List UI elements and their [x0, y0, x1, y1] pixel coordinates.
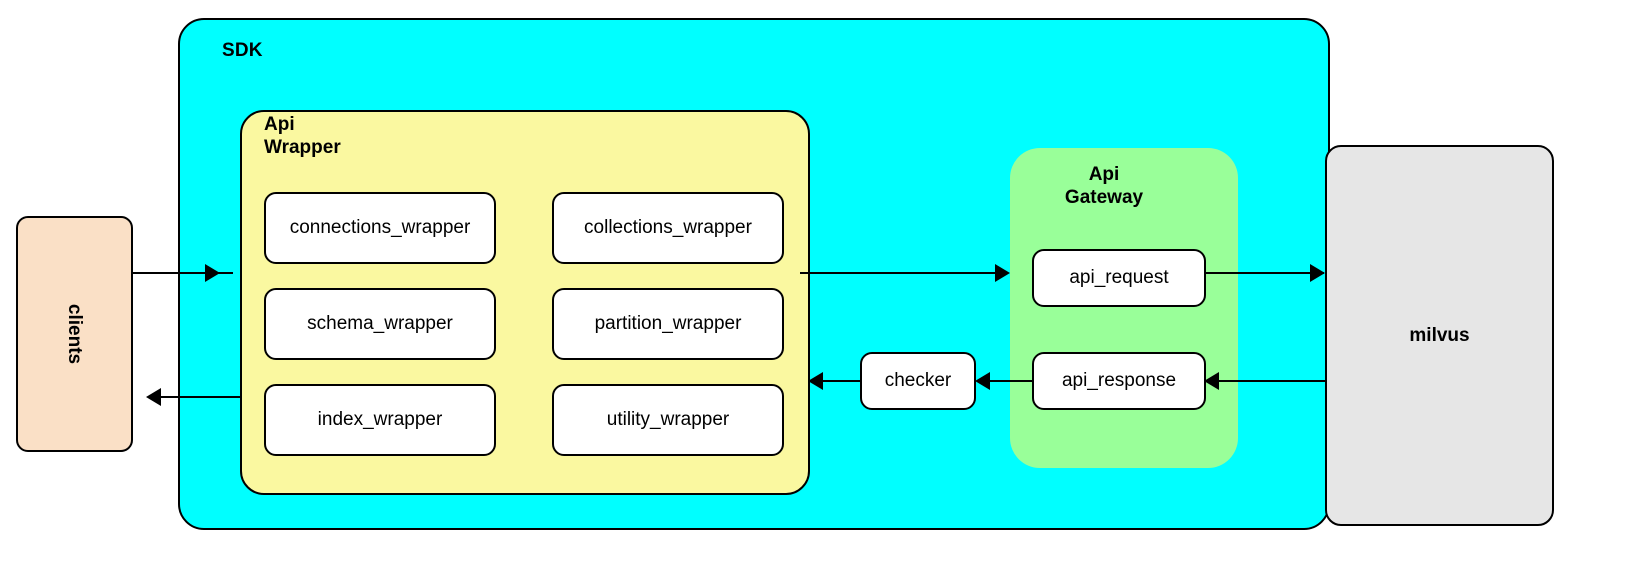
module-label: collections_wrapper — [584, 217, 752, 238]
module-label: checker — [884, 370, 952, 391]
module-label: utility_wrapper — [606, 409, 730, 430]
module-utility-wrapper[interactable]: utility_wrapper — [552, 384, 784, 456]
clients-box[interactable] — [16, 216, 133, 452]
edge-wrapper-to-clients-arrowhead — [146, 388, 161, 406]
edge-checker-to-wrapper-arrowhead — [808, 372, 823, 390]
edge-milvus-to-response-line — [1215, 380, 1325, 382]
module-label: api_response — [1061, 370, 1177, 391]
edge-response-to-checker-line — [988, 380, 1032, 382]
module-partition-wrapper[interactable]: partition_wrapper — [552, 288, 784, 360]
edge-request-to-milvus-line — [1204, 272, 1324, 274]
edge-clients-to-wrapper-line — [133, 272, 233, 274]
clients-label: clients — [16, 216, 133, 452]
module-label: partition_wrapper — [594, 313, 742, 334]
milvus-label: milvus — [1409, 324, 1470, 346]
module-schema-wrapper[interactable]: schema_wrapper — [264, 288, 496, 360]
module-connections-wrapper[interactable]: connections_wrapper — [264, 192, 496, 264]
module-collections-wrapper[interactable]: collections_wrapper — [552, 192, 784, 264]
sdk-container-label: SDK — [222, 40, 263, 61]
module-checker[interactable]: checker — [860, 352, 976, 410]
api-gateway-container — [1010, 148, 1238, 468]
module-label: connections_wrapper — [289, 217, 471, 238]
edge-wrapper-to-gateway-line — [800, 272, 1008, 274]
module-api-response[interactable]: api_response — [1032, 352, 1206, 410]
edge-request-to-milvus-arrowhead — [1310, 264, 1325, 282]
module-label: index_wrapper — [317, 409, 443, 430]
edge-wrapper-to-clients-line — [160, 396, 240, 398]
module-index-wrapper[interactable]: index_wrapper — [264, 384, 496, 456]
clients-label-text: clients — [64, 303, 86, 365]
milvus-box[interactable]: milvus — [1325, 145, 1554, 526]
edge-response-to-checker-arrowhead — [975, 372, 990, 390]
api-wrapper-container-label: Api Wrapper — [264, 114, 341, 158]
module-label: schema_wrapper — [307, 313, 453, 334]
edge-checker-to-wrapper-line — [822, 380, 860, 382]
edge-wrapper-to-gateway-arrowhead — [995, 264, 1010, 282]
edge-clients-to-wrapper-arrowhead — [205, 264, 220, 282]
module-label: api_request — [1069, 267, 1169, 288]
edge-milvus-to-response-arrowhead — [1204, 372, 1219, 390]
api-gateway-container-label: Api Gateway — [1064, 164, 1144, 208]
module-api-request[interactable]: api_request — [1032, 249, 1206, 307]
